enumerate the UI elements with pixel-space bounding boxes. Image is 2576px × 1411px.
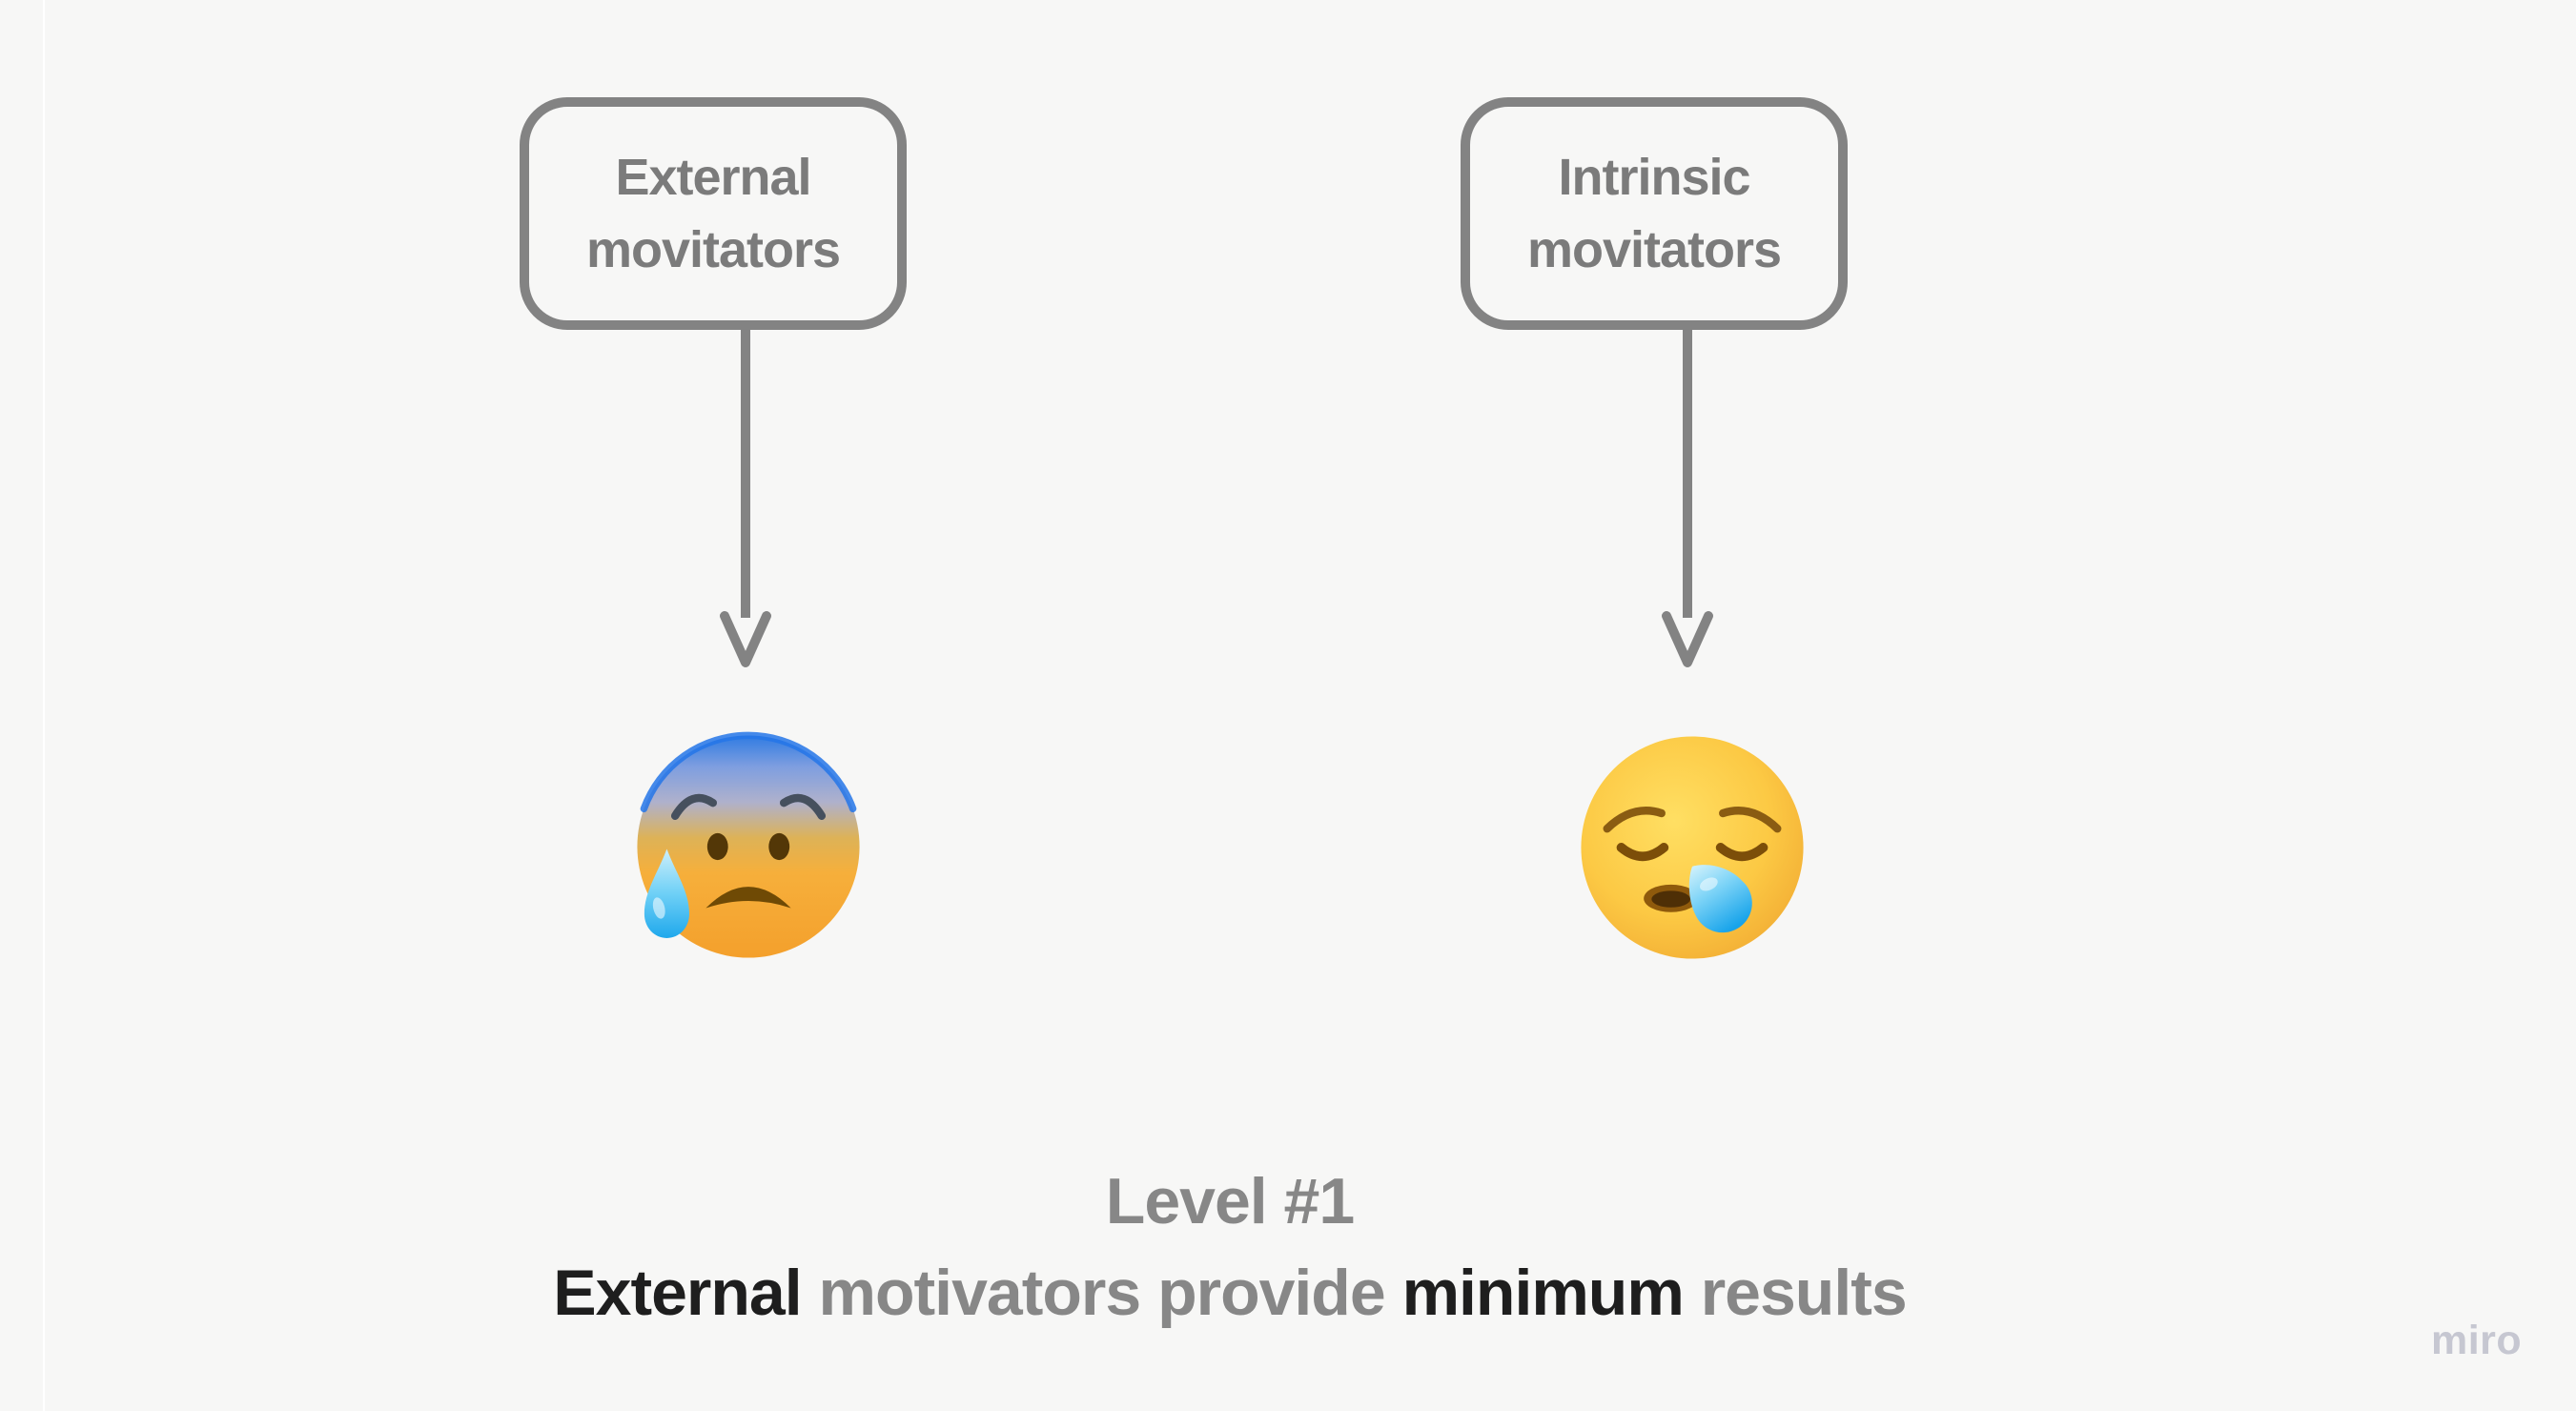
arrow-down-left-connector[interactable] [719, 330, 772, 669]
caption-line2: External motivators provide minimum resu… [276, 1247, 2183, 1339]
miro-logo-watermark: miro [2431, 1318, 2523, 1363]
shape-label: External movitators [585, 149, 841, 278]
canvas-divider-line [43, 0, 45, 1411]
caption-words-muted-2: results [1683, 1257, 1908, 1329]
sleepy-face-emoji[interactable] [1574, 729, 1810, 966]
anxious-face-with-sweat-emoji[interactable] [630, 728, 867, 965]
caption-text-block[interactable]: Level #1 External motivators provide min… [276, 1155, 2183, 1339]
caption-word-minimum: minimum [1401, 1257, 1685, 1329]
arrow-down-right-connector[interactable] [1661, 330, 1714, 669]
caption-words-muted-1: motivators provide [801, 1257, 1402, 1329]
shape-intrinsic-motivators[interactable]: Intrinsic movitators [1461, 97, 1848, 330]
caption-line1: Level #1 [1105, 1165, 1355, 1237]
shape-label: Intrinsic movitators [1526, 149, 1782, 278]
shape-external-motivators[interactable]: External movitators [520, 97, 907, 330]
caption-word-external: External [553, 1257, 802, 1329]
